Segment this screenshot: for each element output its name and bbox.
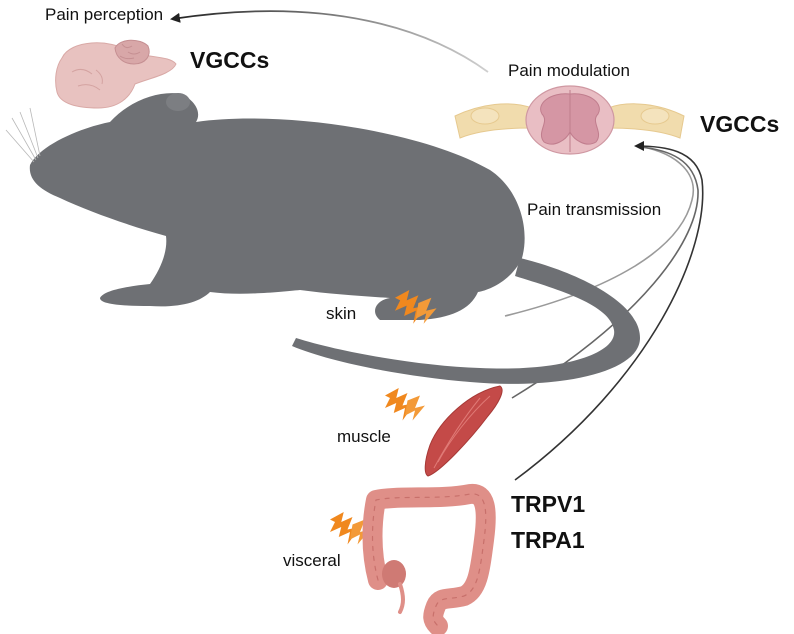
muscle-icon xyxy=(424,385,503,477)
perception-arrow xyxy=(170,10,489,73)
mouse-body xyxy=(29,93,525,320)
trpv1-label: TRPV1 xyxy=(511,491,585,517)
brain-vgccs-label: VGCCs xyxy=(190,47,269,73)
pain-transmission-label: Pain transmission xyxy=(527,200,661,219)
mouse-silhouette-icon xyxy=(29,93,640,384)
muscle-pain-bolt-icon xyxy=(385,388,425,421)
visceral-label: visceral xyxy=(283,551,341,570)
skin-label: skin xyxy=(326,304,356,323)
spinal-vgccs-label: VGCCs xyxy=(700,111,779,137)
pain-perception-label: Pain perception xyxy=(45,5,163,24)
whiskers xyxy=(5,107,41,163)
colon-icon xyxy=(362,483,496,634)
pain-modulation-label: Pain modulation xyxy=(508,61,630,80)
trpa1-label: TRPA1 xyxy=(511,527,585,553)
muscle-label: muscle xyxy=(337,427,391,446)
brain-icon xyxy=(55,39,177,109)
spinal-cord-icon xyxy=(454,85,685,155)
